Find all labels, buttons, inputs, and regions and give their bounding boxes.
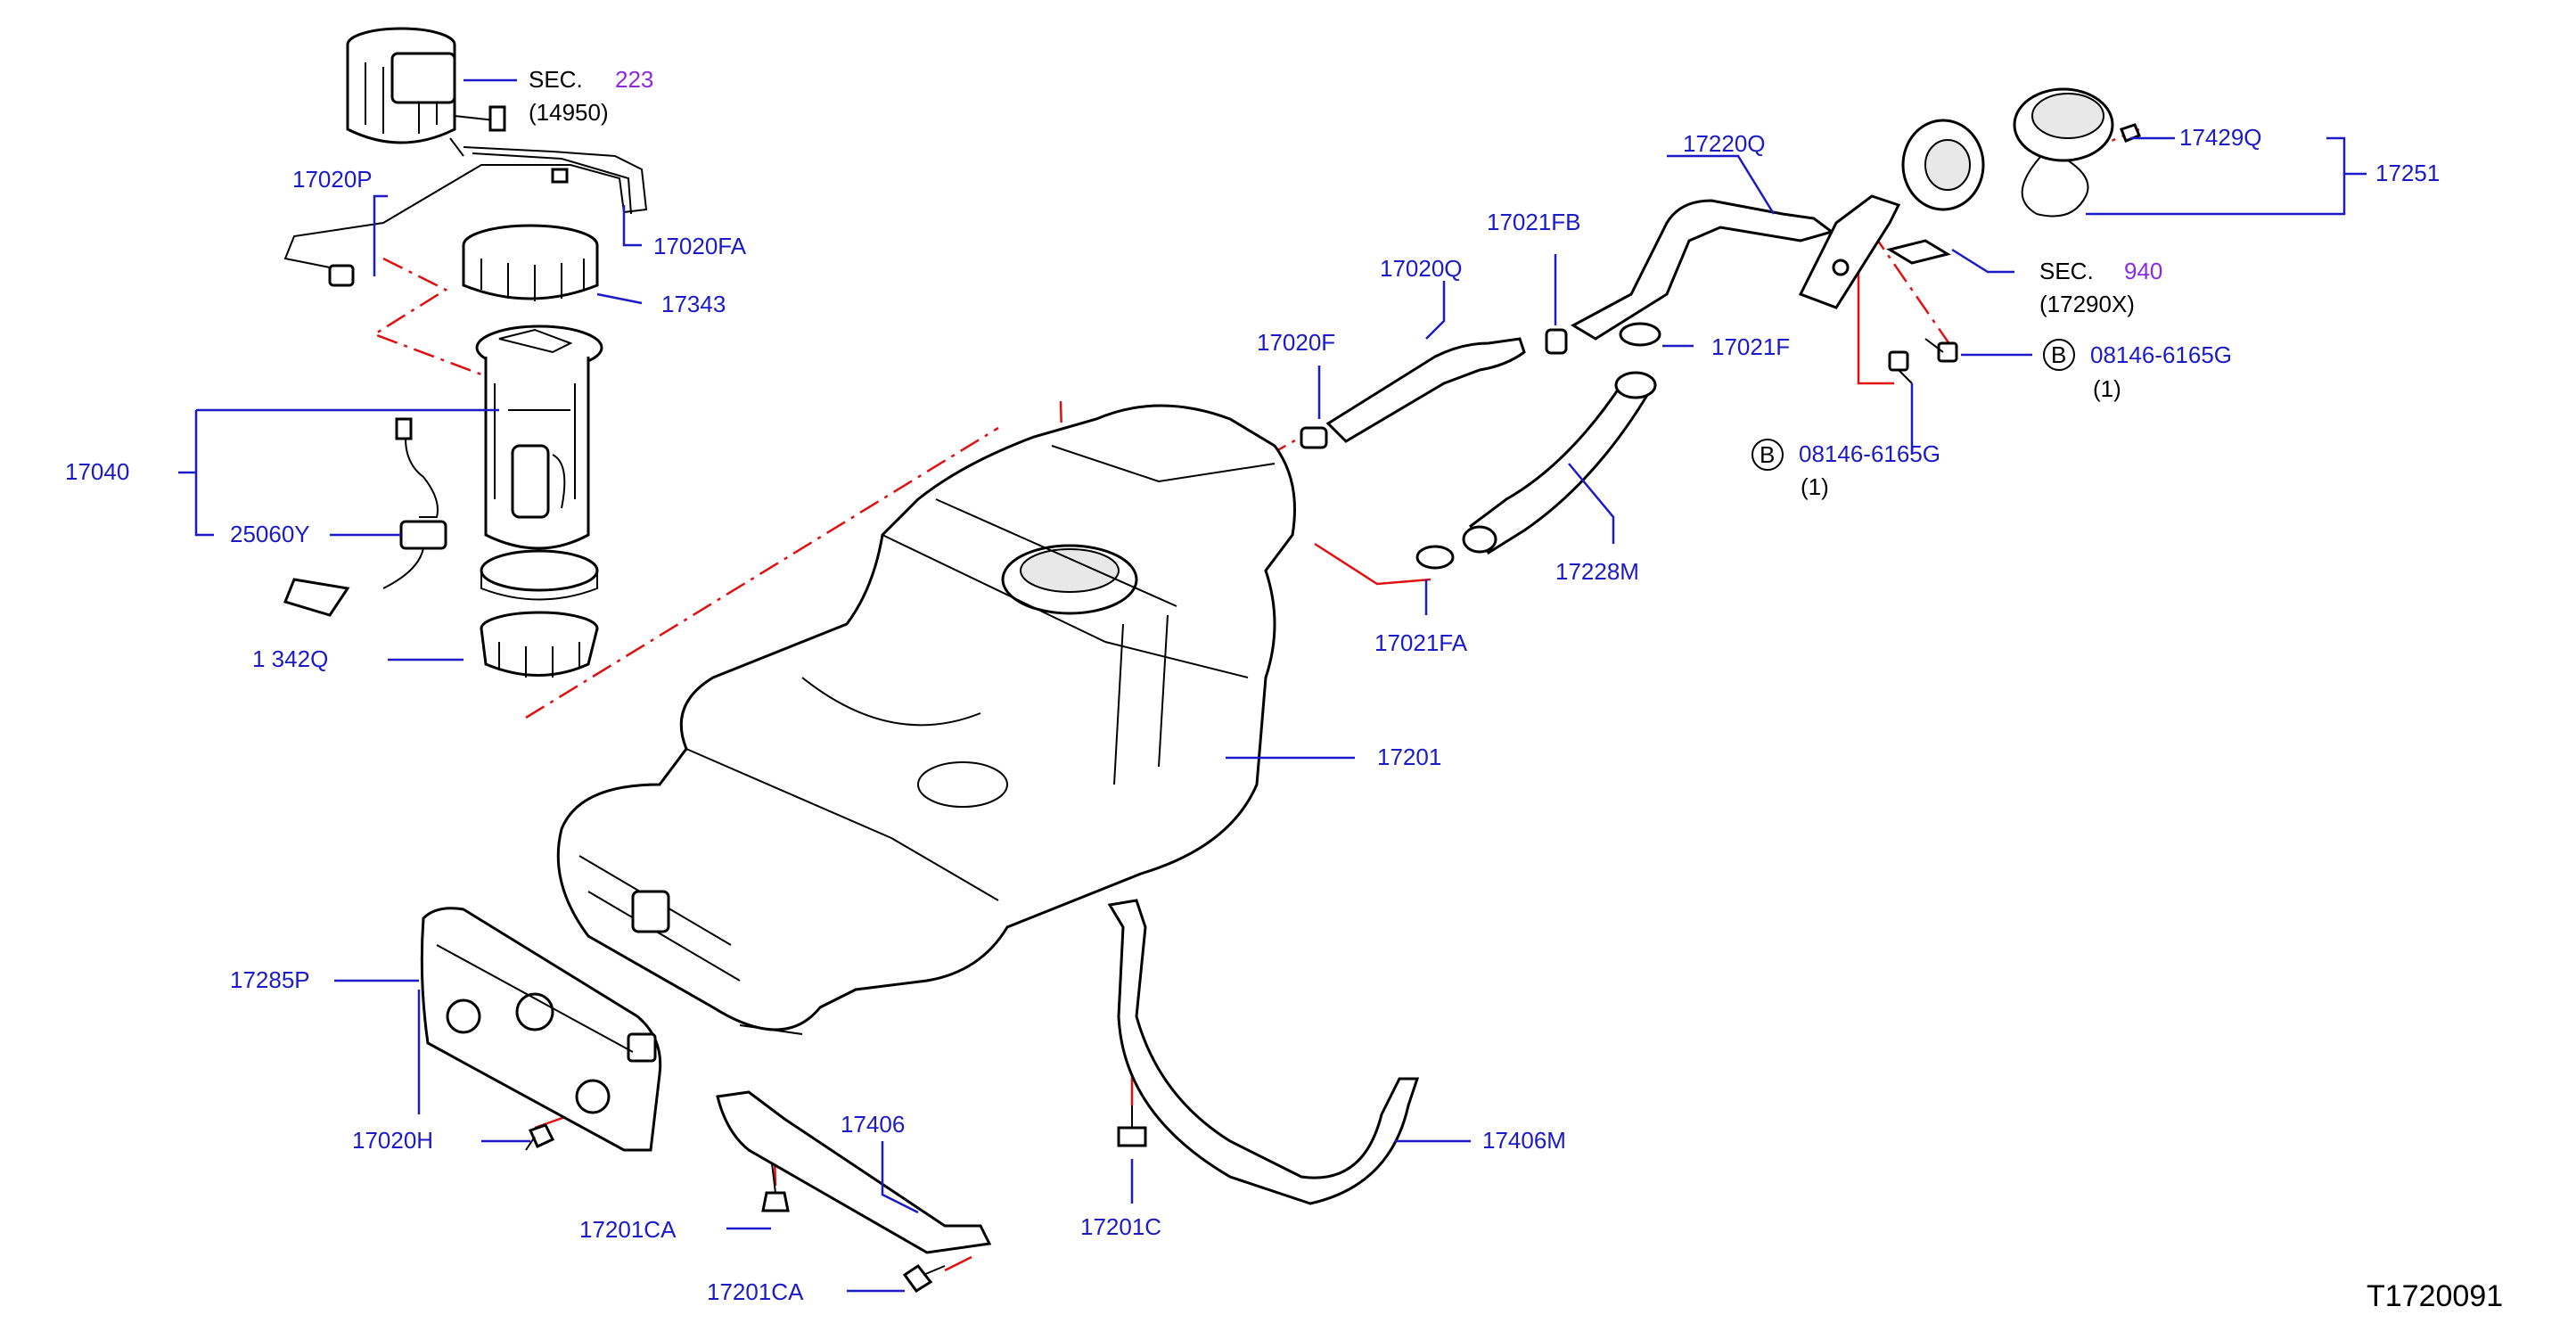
sec-223-sub: (14950) <box>529 99 609 126</box>
body-bolts <box>1888 338 1958 384</box>
bolt-b1-qty: (1) <box>2093 375 2121 402</box>
heat-shield <box>420 907 662 1152</box>
bolt-b1-mark: B <box>2051 341 2066 368</box>
sec-940-sub: (17290X) <box>2039 291 2135 317</box>
leader-lines <box>178 78 2367 1293</box>
fuel-pump-module <box>475 325 603 601</box>
label-17021FA[interactable]: 17021FA <box>1374 629 1468 656</box>
label-17220Q[interactable]: 17220Q <box>1683 130 1766 157</box>
sec-940-link[interactable]: 940 <box>2124 258 2162 284</box>
label-17201[interactable]: 17201 <box>1377 744 1441 770</box>
sec-940-prefix: SEC. <box>2039 258 2094 284</box>
label-08146-6165G-1[interactable]: 08146-6165G <box>2090 341 2232 368</box>
label-17406M[interactable]: 17406M <box>1482 1127 1566 1154</box>
filler-tube <box>1570 119 1985 341</box>
label-17429Q[interactable]: 17429Q <box>2179 124 2262 151</box>
label-17021F[interactable]: 17021F <box>1711 333 1790 360</box>
label-17285P[interactable]: 17285P <box>230 966 310 993</box>
label-17020F[interactable]: 17020F <box>1257 329 1335 356</box>
label-17020FA[interactable]: 17020FA <box>653 233 747 259</box>
label-17020Q[interactable]: 17020Q <box>1380 255 1463 282</box>
label-17406[interactable]: 17406 <box>841 1111 905 1138</box>
label-17342Q[interactable]: 1 342Q <box>252 645 328 672</box>
label-08146-6165G-2[interactable]: 08146-6165G <box>1799 440 1940 467</box>
label-17201C[interactable]: 17201C <box>1080 1213 1161 1240</box>
label-25060Y[interactable]: 25060Y <box>230 521 310 547</box>
label-17040[interactable]: 17040 <box>65 458 129 485</box>
vent-tube <box>283 146 648 287</box>
label-17021FB[interactable]: 17021FB <box>1487 209 1581 235</box>
label-17251[interactable]: 17251 <box>2375 160 2440 186</box>
fuel-tank <box>556 404 1296 1035</box>
sec-223-prefix: SEC. <box>529 66 583 93</box>
label-17201CA-2[interactable]: 17201CA <box>707 1278 804 1305</box>
bolt-b2-qty: (1) <box>1801 473 1829 500</box>
seal-ring <box>480 611 599 678</box>
label-17020P[interactable]: 17020P <box>292 166 373 193</box>
bolt-b1-marker <box>2043 339 2075 371</box>
tank-strap-17406M <box>1107 899 1420 1205</box>
bolt-b2-mark: B <box>1760 441 1775 468</box>
label-17343[interactable]: 17343 <box>661 291 726 317</box>
fuel-cap <box>2013 87 2141 218</box>
label-plate <box>1886 239 1951 265</box>
bolt-b2-marker <box>1752 439 1784 471</box>
sec-223-link[interactable]: 223 <box>615 66 653 93</box>
diagram-code: T1720091 <box>2367 1279 2503 1313</box>
label-17201CA-1[interactable]: 17201CA <box>579 1216 677 1243</box>
vent-hose-17020Q <box>1300 328 1568 449</box>
tank-strap-17406 <box>716 1090 992 1254</box>
label-17020H[interactable]: 17020H <box>352 1127 433 1154</box>
evap-canister <box>346 27 506 157</box>
part-labels: SEC. 223 (14950) 17020P 17020FA 17343 17… <box>65 66 2503 1313</box>
fuel-level-sender <box>283 417 447 617</box>
bolts-strap <box>761 1105 1147 1294</box>
label-17228M[interactable]: 17228M <box>1555 558 1639 585</box>
filler-hose-17228M <box>1415 322 1661 570</box>
bolt-17020H <box>525 1123 555 1151</box>
lock-ring <box>462 224 599 301</box>
